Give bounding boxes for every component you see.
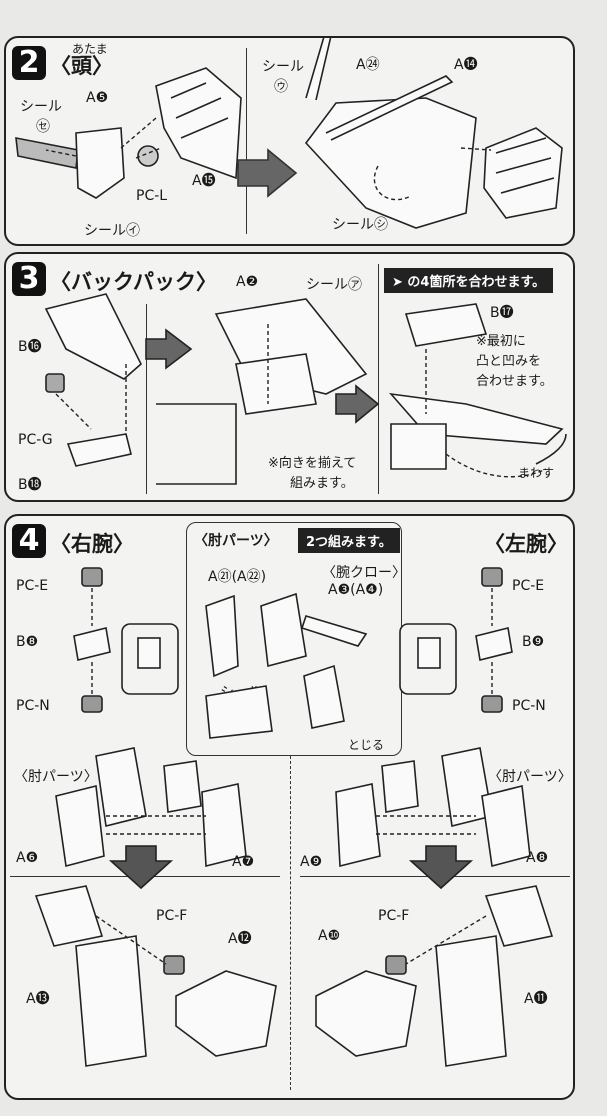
left-label-a9: A❾ <box>300 854 323 870</box>
left-label-pc-n: PC-N <box>512 698 546 714</box>
step3-note-first: ※最初に 凸と凹みを 合わせます。 <box>476 332 553 392</box>
left-label-pc-f: PC-F <box>378 908 410 924</box>
step3-panel: 3 〈バックパック〉 ➤ の4箇所を合わせます。 A❷ シール㋐ B⓰ PC-G… <box>4 252 575 502</box>
label-seal-u: シール <box>262 59 304 75</box>
label-a21: A㉑(A㉒) <box>208 569 267 585</box>
label-b18: B⓲ <box>18 477 42 493</box>
label-pc-g: PC-G <box>18 432 53 448</box>
step3-number: 3 <box>12 262 46 296</box>
note-line: 凸と凹みを <box>476 354 542 369</box>
left-label-a8: A❽ <box>526 850 549 866</box>
label-mawasu: まわす <box>518 466 555 480</box>
label-a2: A❷ <box>236 274 259 290</box>
label-seal-i: シール㋑ <box>84 223 140 239</box>
note-line: 組みます。 <box>290 476 354 491</box>
step3-divider-1 <box>146 304 147 494</box>
left-label-b9: B❾ <box>522 634 545 650</box>
step4-illustration <box>34 567 554 1067</box>
step3-note-align: ※向きを揃えて 組みます。 <box>268 454 356 494</box>
step2-illustration <box>15 38 563 229</box>
label-b16: B⓰ <box>18 339 42 355</box>
label-seal-shi: シール㋛ <box>332 217 388 233</box>
right-label-a7: A❼ <box>232 854 255 870</box>
step3-divider-2 <box>378 264 379 494</box>
step3-illustration <box>44 293 567 485</box>
step2-title: 〈頭〉 <box>50 54 113 78</box>
elbow-title: 〈肘パーツ〉 <box>194 533 278 549</box>
left-label-pc-e: PC-E <box>512 578 545 594</box>
right-label-a6: A❻ <box>16 850 39 866</box>
right-label-a12: A⓬ <box>228 931 252 947</box>
label-seal-a: シール㋐ <box>306 277 362 293</box>
label-b17: B⓱ <box>490 305 514 321</box>
right-label-pc-n: PC-N <box>16 698 50 714</box>
step2-furigana: あたま <box>72 42 108 56</box>
right-label-b8: B❽ <box>16 634 39 650</box>
step3-banner: ➤ の4箇所を合わせます。 <box>384 268 554 293</box>
note-line: ※向きを揃えて <box>268 456 357 471</box>
left-label-hiji: 〈肘パーツ〉 <box>488 769 572 785</box>
right-label-pc-e: PC-E <box>16 578 49 594</box>
label-a24: A㉔ <box>356 57 380 73</box>
label-tojiru: とじる <box>348 738 385 752</box>
label-pc-l: PC-L <box>136 188 168 204</box>
left-label-a10: A❿ <box>318 928 341 944</box>
step4-number: 4 <box>12 524 46 558</box>
note-line: 合わせます。 <box>476 374 553 389</box>
label-a3: A❸(A❹) <box>328 582 384 598</box>
step2-number: 2 <box>12 46 46 80</box>
step4-panel: 4 〈右腕〉 〈左腕〉 〈肘パーツ〉 2つ組みます。 A㉑(A㉒) 〈腕クロー〉… <box>4 514 575 1100</box>
label-seal-se-circle: ㋝ <box>36 119 50 135</box>
label-seal-se: シール <box>20 99 62 115</box>
note-line: ※最初に <box>476 334 526 349</box>
step4-title-right: 〈右腕〉 <box>50 532 134 556</box>
label-a5: A❺ <box>86 90 109 106</box>
step2-divider <box>246 48 247 234</box>
label-a14: A⓮ <box>454 57 478 73</box>
step4-title-left: 〈左腕〉 <box>484 532 568 556</box>
label-a15: A⓯ <box>192 173 216 189</box>
label-seal-u-circle: ㋒ <box>274 79 288 95</box>
left-label-a11: A⓫ <box>524 991 548 1007</box>
step3-title: 〈バックパック〉 <box>50 270 217 294</box>
right-label-pc-f: PC-F <box>156 908 188 924</box>
right-label-hiji: 〈肘パーツ〉 <box>14 769 98 785</box>
elbow-banner: 2つ組みます。 <box>298 528 400 553</box>
label-claw: 〈腕クロー〉 <box>322 565 406 581</box>
step4-center-divider <box>290 756 291 1090</box>
right-label-a13: A⓭ <box>26 991 50 1007</box>
step2-panel: 2 あたま 〈頭〉 シール ㋝ A❺ <box>4 36 575 246</box>
